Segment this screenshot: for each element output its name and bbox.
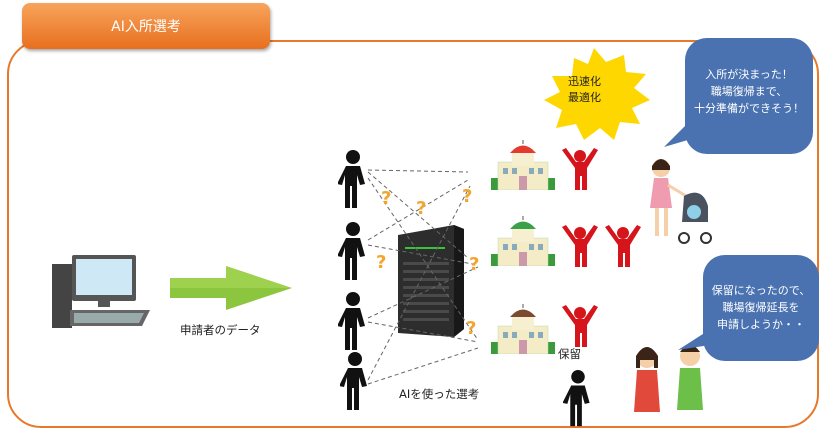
bubble-line: 保留になったので、 xyxy=(711,284,811,297)
applicant-figure xyxy=(338,222,365,280)
connection-lines xyxy=(367,169,479,385)
accepted-figure xyxy=(562,148,598,190)
server-icon xyxy=(398,225,464,337)
bubble-top-text: 入所が決まった！ 職場復帰まで、 十分準備ができそう！ xyxy=(690,66,808,117)
bubble-line: 職場復帰まで、 xyxy=(710,85,788,98)
question-mark: ? xyxy=(416,198,427,219)
star-text-line: 迅速化 xyxy=(568,75,601,88)
parents-icon xyxy=(634,345,703,412)
speech-bubble-top xyxy=(664,38,813,154)
nursery-building-icon xyxy=(490,140,556,190)
page-title: AI入所選考 xyxy=(111,19,181,35)
on-hold-caption: 保留 xyxy=(558,347,581,361)
bubble-line: 申請しようか・・ xyxy=(717,318,805,331)
accepted-figure xyxy=(605,225,641,267)
content-frame xyxy=(7,40,819,428)
on-hold-figure xyxy=(563,370,590,427)
bubble-line: 職場復帰延長を xyxy=(722,301,800,314)
star-burst xyxy=(544,48,650,140)
ai-selection-caption: AIを使った選考 xyxy=(399,387,480,401)
accepted-figure xyxy=(562,305,598,347)
applicant-figure xyxy=(338,150,365,208)
applicant-figure xyxy=(340,352,367,410)
applicant-figure xyxy=(338,292,365,350)
accepted-figure xyxy=(562,225,598,267)
nursery-building-icon xyxy=(490,216,556,266)
question-mark: ? xyxy=(469,254,480,275)
question-mark: ? xyxy=(381,188,392,209)
computer-icon xyxy=(52,255,150,328)
question-mark: ? xyxy=(376,252,387,273)
nursery-building-icon xyxy=(490,304,556,354)
mother-stroller-icon xyxy=(650,159,712,244)
star-text-line: 最適化 xyxy=(568,91,601,104)
question-mark: ? xyxy=(466,318,477,339)
bubble-line: 十分準備ができそう！ xyxy=(694,102,804,115)
bubble-line: 入所が決まった！ xyxy=(705,68,793,81)
star-text: 迅速化 最適化 xyxy=(568,74,601,106)
applicant-data-caption: 申請者のデータ xyxy=(180,323,261,337)
title-tab: AI入所選考 xyxy=(22,3,270,49)
speech-bubble-bottom xyxy=(678,255,819,361)
bubble-bottom-text: 保留になったので、 職場復帰延長を 申請しようか・・ xyxy=(706,282,816,333)
question-mark: ? xyxy=(462,186,473,207)
